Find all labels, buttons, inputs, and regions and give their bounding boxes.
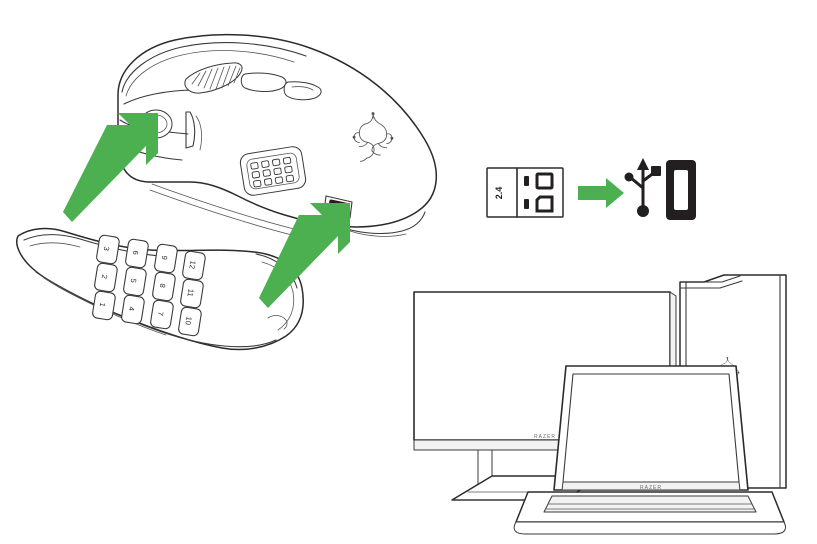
key-3-label: 3 [102, 246, 112, 252]
mouse-bottom-lip-inner [349, 230, 407, 237]
usb-trident-dot [624, 172, 634, 182]
tower-top-vent-2 [679, 280, 743, 289]
dpi-buttons [240, 72, 322, 101]
key-6-label: 6 [131, 250, 141, 256]
arrow-dongle-to-usb [578, 178, 624, 208]
usb-port-slot [666, 160, 696, 220]
mouse-top-ridge-inner [125, 50, 295, 97]
key-7[interactable] [150, 299, 174, 330]
arrow-to-dongle-slot [259, 203, 350, 308]
side-plate-notch [267, 315, 288, 330]
key-12-label: 12 [187, 260, 197, 270]
key-8[interactable] [152, 271, 176, 302]
dongle-contact-square-bottom [535, 195, 554, 213]
key-9-label: 9 [160, 255, 170, 261]
arrow-to-power-switch [63, 113, 158, 222]
laptop-screen-lid [553, 365, 749, 491]
laptop-front-lip [513, 521, 787, 535]
keypad-column-4: 12 11 10 [178, 250, 206, 337]
mouse-bottom-lip [337, 211, 426, 235]
callout-arrows [63, 113, 350, 308]
key-10-label: 10 [183, 316, 193, 326]
arrow-to-dongle-slot-shape [259, 203, 350, 308]
key-4[interactable] [121, 294, 145, 325]
mouse-top-ridge [121, 42, 307, 93]
razer-laptop: RAZER [513, 365, 787, 535]
keypad-column-1: 3 2 1 [92, 234, 120, 321]
side-plate-bottom-rim [35, 271, 277, 348]
mouse-click-plate-divider [123, 89, 197, 105]
keypad-column-3: 9 8 7 [150, 243, 178, 330]
scroll-wheel-ridges [191, 65, 241, 90]
dpi-button-2 [283, 81, 322, 101]
dpi-button-2-highlight [291, 86, 314, 91]
laptop-chin [561, 481, 741, 491]
key-10[interactable] [178, 306, 202, 337]
key-7-label: 7 [156, 311, 166, 317]
razer-naga-gaming-mouse [117, 33, 437, 237]
key-5-label: 5 [129, 278, 139, 284]
mouse-rail-1 [151, 183, 299, 231]
usb-trident-square [651, 166, 661, 176]
monitor-brand-wordmark: RAZER [534, 434, 556, 440]
tower-top-vent-1 [679, 275, 741, 283]
side-plate-top-edge-inner [29, 242, 81, 248]
key-8-label: 8 [158, 283, 168, 289]
arrow-to-power-switch-shape [63, 113, 158, 222]
key-4-label: 4 [127, 306, 137, 312]
key-1-label: 1 [98, 302, 108, 308]
dongle-body [486, 167, 564, 218]
dongle-contact-small-bottom [524, 199, 529, 209]
mouse-side-strut-edge [195, 115, 203, 151]
mouse-rail-2 [149, 189, 297, 237]
laptop-key-rows [545, 503, 755, 510]
usb-port-inner [674, 170, 688, 210]
usb-trident-ball [637, 205, 649, 217]
grip-pad-frame [239, 146, 307, 196]
grip-pad-inner [246, 152, 300, 190]
side-plate-top-edge [23, 234, 177, 258]
scroll-wheel-housing [184, 62, 243, 94]
key-9[interactable] [154, 243, 178, 274]
laptop-brand-wordmark: RAZER [640, 485, 662, 491]
usb-trident-arrowhead [637, 158, 649, 170]
key-1[interactable] [92, 290, 116, 321]
key-5[interactable] [123, 266, 147, 297]
dongle-contact-square-top [535, 172, 554, 190]
dongle-label-2point4: 2.4 [494, 187, 504, 200]
usb-trident-icon [624, 158, 661, 217]
dpi-button-1 [240, 72, 287, 92]
key-6[interactable] [125, 238, 149, 269]
key-11-label: 11 [185, 288, 195, 297]
keypad-grid: 3 2 1 6 5 4 9 8 [92, 234, 206, 337]
key-3[interactable] [96, 234, 120, 265]
key-2-label: 2 [100, 274, 110, 280]
compatible-devices-group: RAZER RAZER [413, 274, 787, 535]
dongle-contact-small-top [524, 176, 529, 186]
key-2[interactable] [94, 262, 118, 293]
usb-wireless-dongle: 2.4 [486, 167, 564, 218]
12-button-side-plate: 3 2 1 6 5 4 9 8 [16, 227, 304, 351]
arrow-dongle-to-usb-shape [578, 178, 624, 208]
key-11[interactable] [180, 278, 204, 309]
key-12[interactable] [182, 250, 206, 281]
mouse-side-strut [185, 111, 196, 149]
textured-grip-pad [239, 146, 307, 196]
scroll-wheel-body [184, 62, 243, 94]
grip-pad-dots [250, 156, 295, 188]
keypad-column-2: 6 5 4 [121, 238, 149, 325]
dongle-to-usb-group: 2.4 [486, 158, 696, 220]
